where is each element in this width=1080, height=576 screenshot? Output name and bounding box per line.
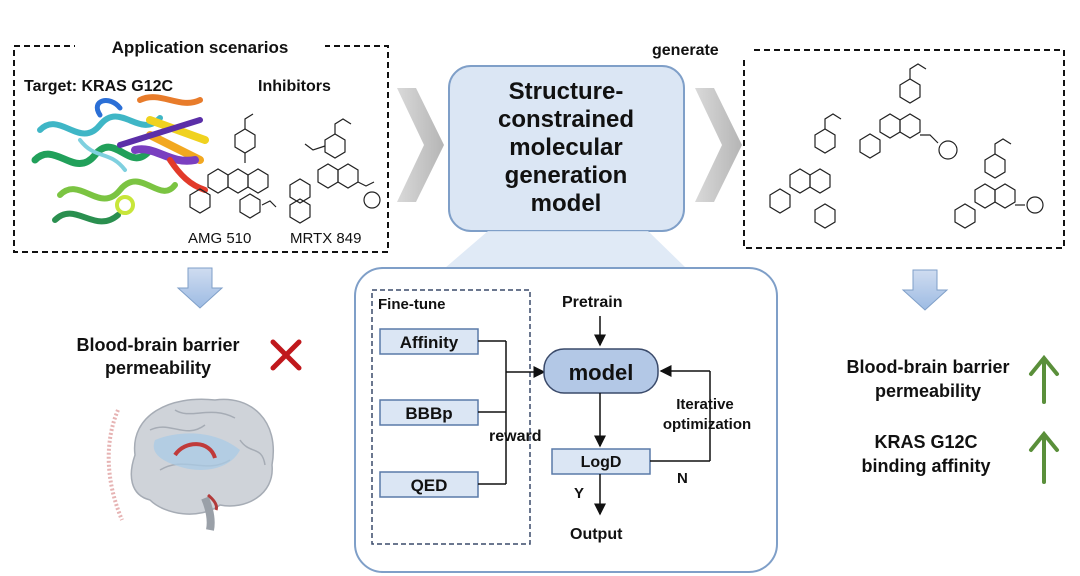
- model-title-line-3: molecular: [509, 134, 622, 161]
- protein-structure-icon: [31, 94, 209, 225]
- application-scenarios-panel: Application scenarios Target: KRAS G12C …: [13, 36, 389, 253]
- inhibitor-mrtx849-label: MRTX 849: [290, 230, 361, 247]
- affinity-label: Affinity: [400, 333, 459, 352]
- inhibitors-label: Inhibitors: [258, 78, 331, 95]
- down-arrow-icon: [901, 269, 949, 311]
- workflow-panel: Fine-tune Affinity BBBp QED reward Pretr…: [354, 267, 778, 573]
- generation-model-box: Structure- constrained molecular generat…: [448, 65, 685, 232]
- reward-connectors: [478, 340, 546, 485]
- cross-icon: [270, 339, 302, 371]
- chevron-arrow-icon: [397, 88, 444, 202]
- down-arrow-icon: [176, 267, 224, 309]
- affinity-box: [379, 328, 479, 355]
- model-label: model: [569, 360, 634, 385]
- fine-tune-label: Fine-tune: [378, 296, 446, 313]
- right-affinity-line-1: KRAS G12C: [874, 432, 977, 452]
- brain-icon: [106, 398, 275, 531]
- molecule-icon: [769, 63, 1044, 229]
- panel-title: Application scenarios: [112, 38, 289, 57]
- qed-label: QED: [411, 476, 448, 495]
- model-box: [543, 348, 659, 394]
- generated-molecules-panel: generate: [650, 38, 1065, 249]
- right-bbb-line-2: permeability: [875, 381, 981, 401]
- chevron-arrow-icon: [695, 88, 742, 202]
- pretrain-label: Pretrain: [562, 294, 622, 311]
- reward-label: reward: [489, 428, 541, 445]
- iterative-label-2: optimization: [663, 416, 751, 433]
- model-title-line-2: constrained: [498, 106, 634, 133]
- no-label: N: [677, 470, 688, 487]
- bbbp-label: BBBp: [405, 404, 452, 423]
- up-arrow-icon: [1029, 430, 1059, 484]
- generate-label: generate: [652, 42, 719, 59]
- target-label: Target: KRAS G12C: [24, 78, 174, 95]
- right-bbb-line-1: Blood-brain barrier: [846, 357, 1009, 377]
- output-label: Output: [570, 526, 623, 543]
- model-title-line-5: model: [531, 190, 602, 217]
- model-title-line-1: Structure-: [509, 78, 624, 105]
- feedback-loop: [650, 365, 711, 462]
- left-bbb-line-1: Blood-brain barrier: [76, 335, 239, 355]
- molecule-icon: [289, 118, 381, 224]
- logd-label: LogD: [581, 454, 622, 471]
- model-title-line-4: generation: [505, 162, 628, 189]
- yes-label: Y: [574, 485, 584, 502]
- iterative-label-1: Iterative: [676, 396, 734, 413]
- inhibitor-amg510-label: AMG 510: [188, 230, 251, 247]
- right-affinity-line-2: binding affinity: [862, 456, 991, 476]
- up-arrow-icon: [1029, 354, 1059, 404]
- molecule-icon: [189, 113, 277, 219]
- callout-connector: [445, 231, 686, 268]
- left-bbb-line-2: permeability: [105, 358, 211, 378]
